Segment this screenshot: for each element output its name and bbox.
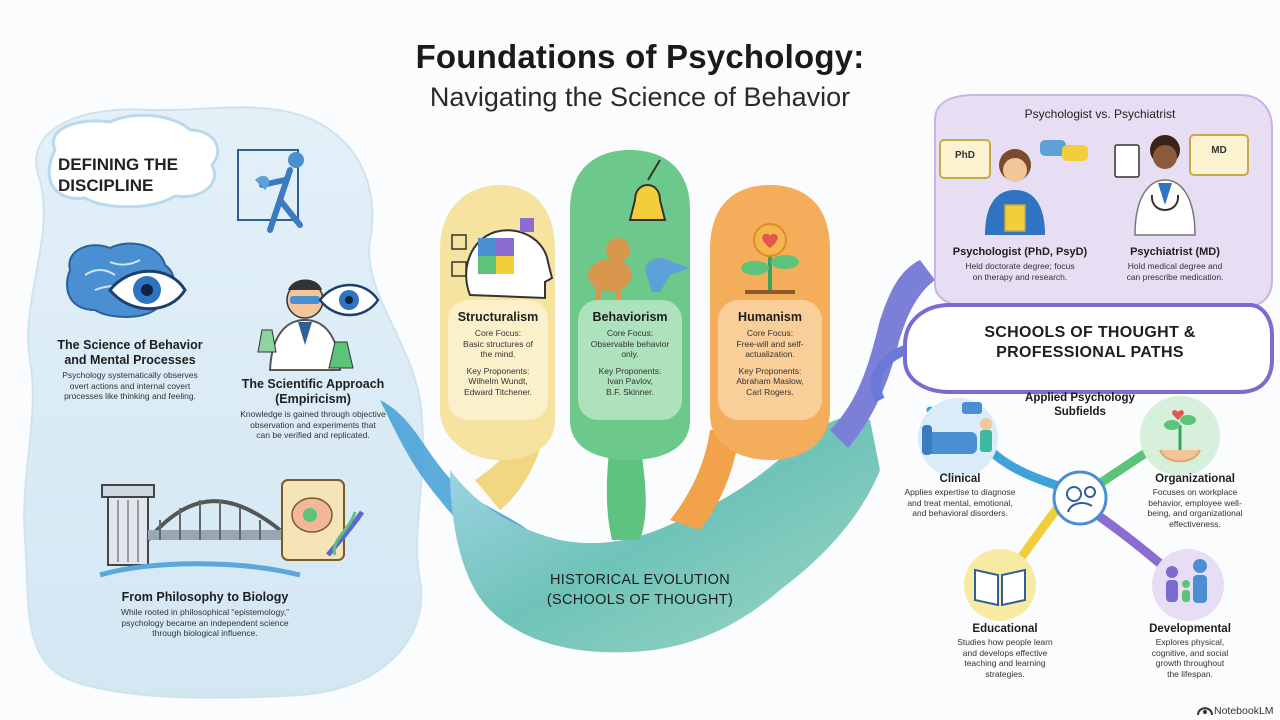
philosophy-caption: From Philosophy to Biology While rooted … [120, 590, 290, 638]
school-behaviorism: Behaviorism Core Focus: Observable behav… [590, 310, 670, 397]
phd-badge: PhD [955, 150, 975, 161]
notebooklm-logo-icon [1197, 707, 1213, 716]
bridge-icon [99, 479, 365, 578]
subfield-developmental: Developmental Explores physical, cogniti… [1149, 623, 1231, 679]
psychologist-caption: Psychologist (PhD, PsyD) Held doctorate … [952, 246, 1088, 282]
psych-vs-heading: Psychologist vs. Psychiatrist [1024, 107, 1176, 121]
family-icon [1152, 549, 1224, 621]
plant-heart-icon [741, 223, 799, 294]
school-humanism: Humanism Core Focus: Free-will and self-… [736, 310, 804, 397]
page-subtitle: Navigating the Science of Behavior [429, 82, 851, 112]
applied-subfields-heading: Applied Psychology Subfields [1025, 392, 1135, 418]
psychologist-icon [939, 139, 1088, 235]
historical-evolution-label: HISTORICAL EVOLUTION (SCHOOLS OF THOUGHT… [546, 572, 734, 608]
scientist-icon [257, 279, 380, 371]
person-carrying-icon [237, 149, 304, 233]
schools-paths-label: SCHOOLS OF THOUGHT & PROFESSIONAL PATHS [984, 324, 1196, 361]
bell-dog-bird-icon [588, 159, 690, 299]
defining-heading: DEFINING THE DISCIPLINE [58, 155, 178, 195]
subfield-clinical: Clinical Applies expertise to diagnose a… [904, 473, 1016, 518]
central-bowl [450, 416, 880, 653]
puzzle-head-icon [451, 218, 554, 300]
heading-cloud [47, 113, 220, 209]
hands-plant-icon [1140, 396, 1220, 476]
stem-green [606, 440, 646, 540]
brain-eye-icon [66, 242, 187, 318]
stem-orange [670, 430, 740, 530]
subfield-organizational: Organizational Focuses on workplace beha… [1147, 473, 1243, 529]
brand-label: NotebookLM [1214, 705, 1274, 717]
scientific-caption: The Scientific Approach (Empiricism) Kno… [240, 377, 386, 440]
md-badge: MD [1211, 145, 1227, 156]
book-icon [964, 549, 1036, 621]
gear-head-icon [1052, 470, 1108, 526]
subfield-educational: Educational Studies how people learn and… [957, 623, 1053, 679]
school-structuralism: Structuralism Core Focus: Basic structur… [457, 310, 539, 397]
schools-bubble [903, 303, 1274, 394]
couch-icon [918, 398, 998, 478]
psychiatrist-caption: Psychiatrist (MD) Hold medical degree an… [1126, 246, 1224, 282]
flow-right [830, 260, 935, 448]
science-caption: The Science of Behavior and Mental Proce… [57, 338, 203, 401]
page-title: Foundations of Psychology: [415, 38, 865, 75]
psychiatrist-icon [1114, 134, 1249, 236]
